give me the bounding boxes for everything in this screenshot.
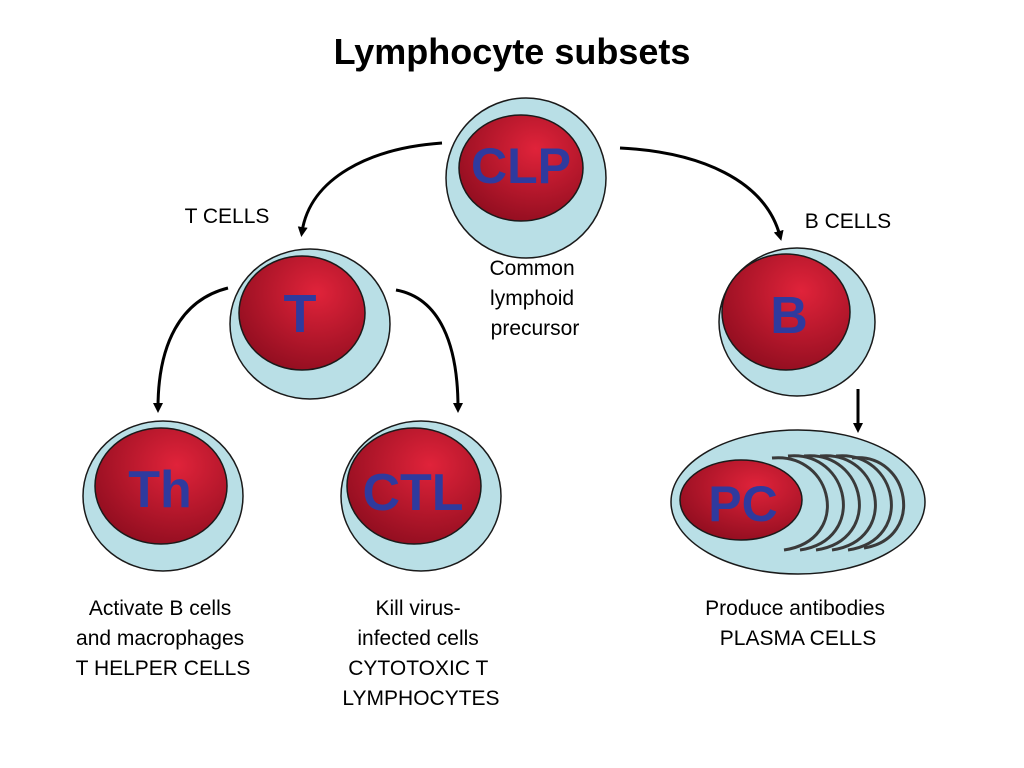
ctl-description-line: LYMPHOCYTES: [342, 687, 499, 710]
arrow-clp-to-b: [619, 146, 784, 241]
t-label: T: [284, 284, 317, 344]
clp-description-line: precursor: [491, 317, 580, 340]
t-cells-label: T CELLS: [185, 205, 270, 228]
b-label: B: [770, 287, 808, 345]
b-nucleus: [721, 253, 851, 371]
clp-description: Common lymphoid precursor: [489, 257, 580, 340]
t-nucleus: [238, 255, 366, 371]
endoplasmic-reticulum: [771, 454, 905, 552]
clp-nucleus: [458, 114, 584, 222]
th-description-line: T HELPER CELLS: [76, 657, 251, 680]
clp-description-line: lymphoid: [490, 287, 574, 310]
ctl-description-line: infected cells: [357, 627, 478, 650]
t-cell: T: [229, 248, 391, 400]
b-cell: B: [718, 247, 876, 397]
pc-description: Produce antibodies PLASMA CELLS: [705, 597, 891, 650]
th-nucleus: [94, 427, 228, 545]
pc-label: PC: [708, 476, 777, 532]
th-description-line: and macrophages: [76, 627, 244, 650]
ctl-label: CTL: [362, 464, 463, 522]
page-title: Lymphocyte subsets: [334, 31, 691, 72]
ctl-cell: CTL: [340, 420, 502, 572]
pc-nucleus: [679, 459, 803, 541]
arrow-clp-to-t: [297, 141, 443, 237]
arrow-t-to-ctl: [395, 288, 463, 413]
pc-description-line: Produce antibodies: [705, 597, 885, 620]
arrow-t-to-th: [153, 286, 229, 413]
pc-cell: PC: [670, 429, 926, 575]
pc-description-line: PLASMA CELLS: [720, 627, 876, 650]
ctl-description-line: Kill virus-: [375, 597, 460, 620]
ctl-nucleus: [346, 427, 482, 545]
th-cell: Th: [82, 420, 244, 572]
clp-label: CLP: [471, 138, 571, 194]
th-description-line: Activate B cells: [89, 597, 231, 620]
th-description: Activate B cells and macrophages T HELPE…: [76, 597, 251, 680]
th-label: Th: [128, 461, 192, 519]
clp-cell: CLP: [445, 97, 607, 259]
b-cells-label: B CELLS: [805, 210, 891, 233]
clp-description-line: Common: [489, 257, 574, 280]
ctl-description: Kill virus- infected cells CYTOTOXIC T L…: [342, 597, 499, 710]
ctl-description-line: CYTOTOXIC T: [348, 657, 488, 680]
